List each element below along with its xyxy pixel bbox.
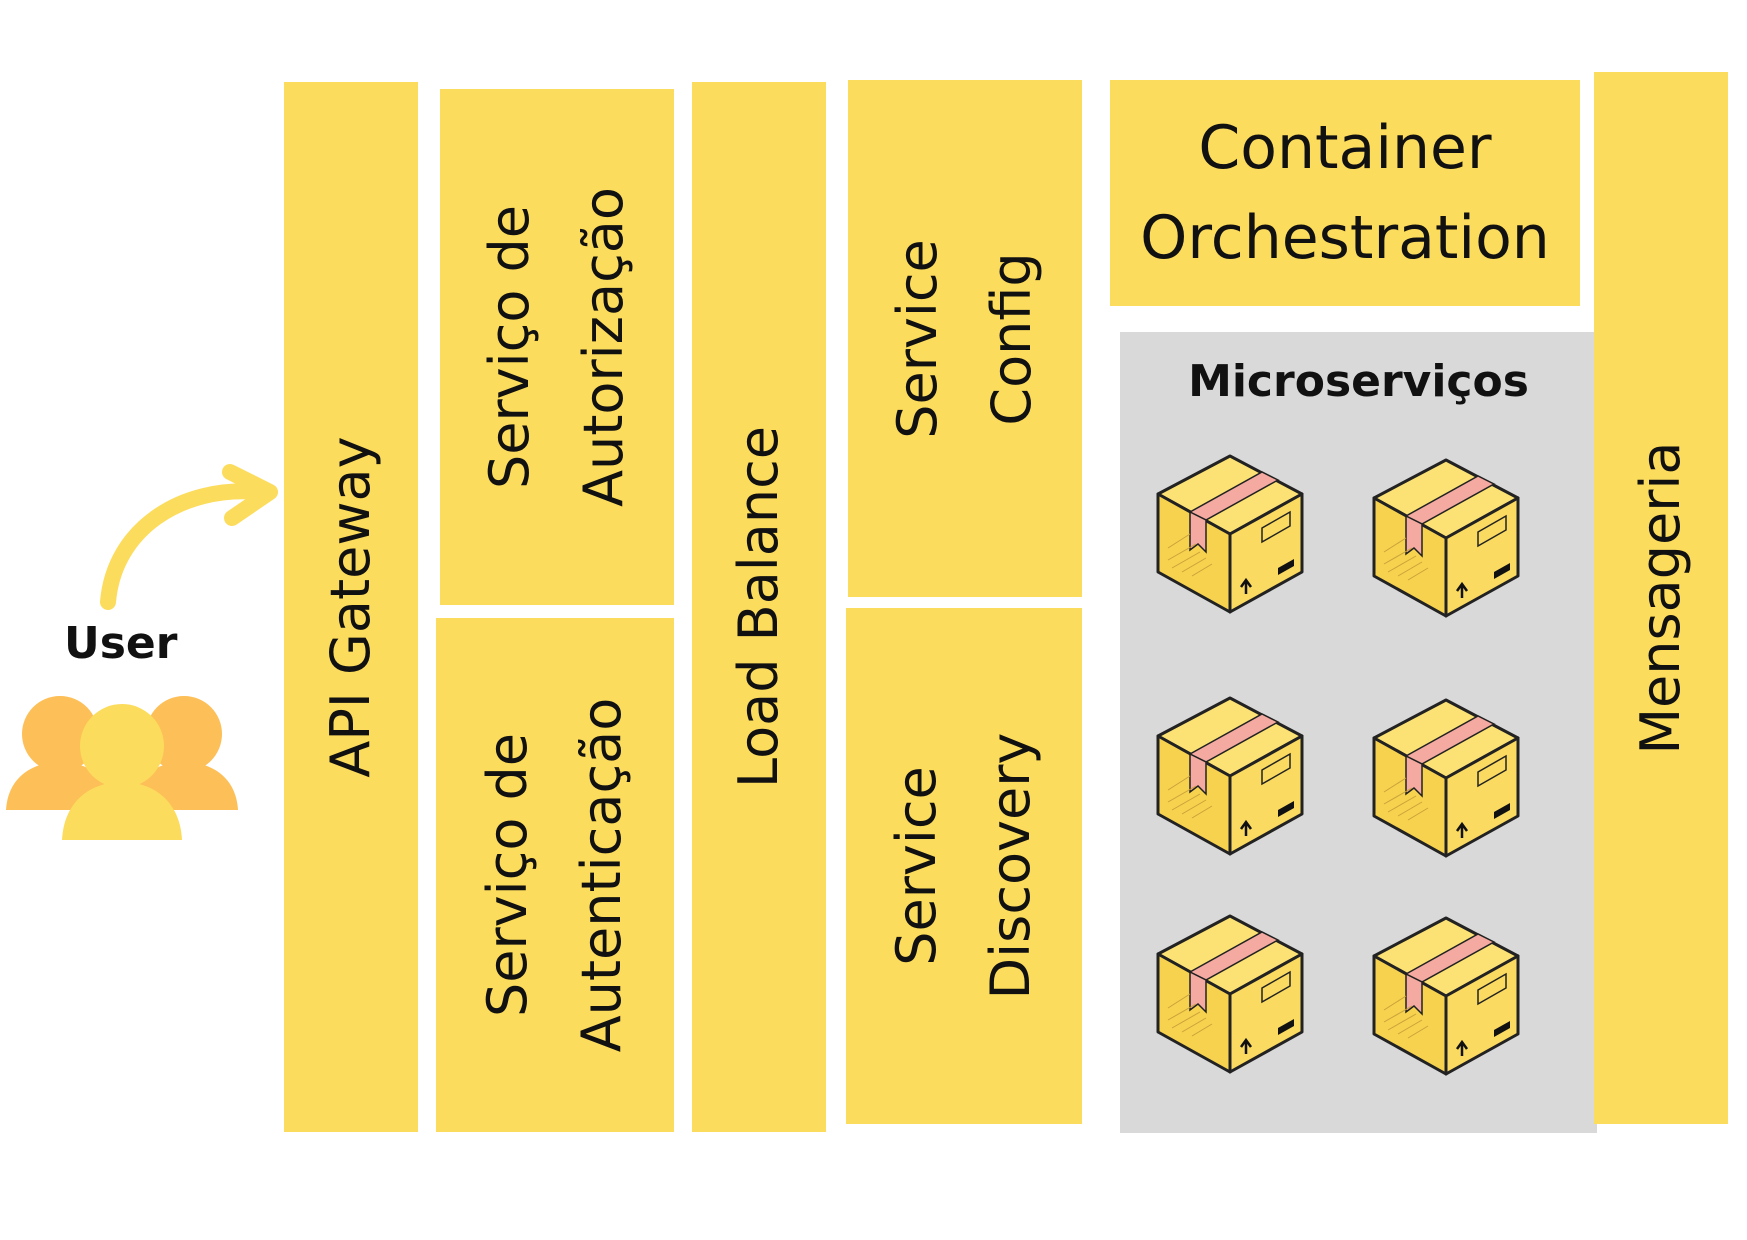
service-discovery-label-line1: Service [885, 766, 948, 966]
microservices-title: Microserviços [1188, 356, 1529, 407]
api-gateway-block: API Gateway [284, 82, 418, 1132]
authorization-label-line2: Autorização [572, 187, 635, 507]
authentication-label-line2: Autenticação [570, 697, 633, 1053]
package-box-icon [1366, 692, 1526, 862]
messaging-label: Mensageria [1629, 441, 1692, 755]
package-box-icon [1150, 908, 1310, 1078]
load-balance-label: Load Balance [727, 425, 790, 789]
service-discovery-block: Service Discovery [846, 608, 1082, 1124]
service-config-label-line1: Service [886, 238, 949, 439]
api-gateway-label: API Gateway [319, 436, 382, 778]
package-box-icon [1150, 690, 1310, 860]
container-orchestration-block: Container Orchestration [1110, 80, 1580, 306]
container-orchestration-label-line2: Orchestration [1140, 203, 1550, 273]
user-label: User [64, 618, 178, 669]
microservices-panel: Microserviços [1120, 332, 1597, 1133]
authentication-label-line1: Serviço de [476, 732, 539, 1018]
load-balance-block: Load Balance [692, 82, 826, 1132]
curved-arrow-icon [100, 464, 278, 610]
package-box-icon [1150, 448, 1310, 618]
messaging-block: Mensageria [1594, 72, 1728, 1124]
users-group-icon [6, 696, 238, 840]
service-discovery-label-line2: Discovery [979, 732, 1042, 1000]
container-orchestration-label-line1: Container [1198, 113, 1492, 183]
service-config-label-line2: Config [980, 251, 1043, 426]
authentication-service-block: Serviço de Autenticação [436, 618, 674, 1132]
authorization-service-block: Serviço de Autorização [440, 89, 674, 605]
package-box-icon [1366, 452, 1526, 622]
authorization-label-line1: Serviço de [478, 204, 541, 490]
service-config-block: Service Config [848, 80, 1082, 597]
package-box-icon [1366, 910, 1526, 1080]
